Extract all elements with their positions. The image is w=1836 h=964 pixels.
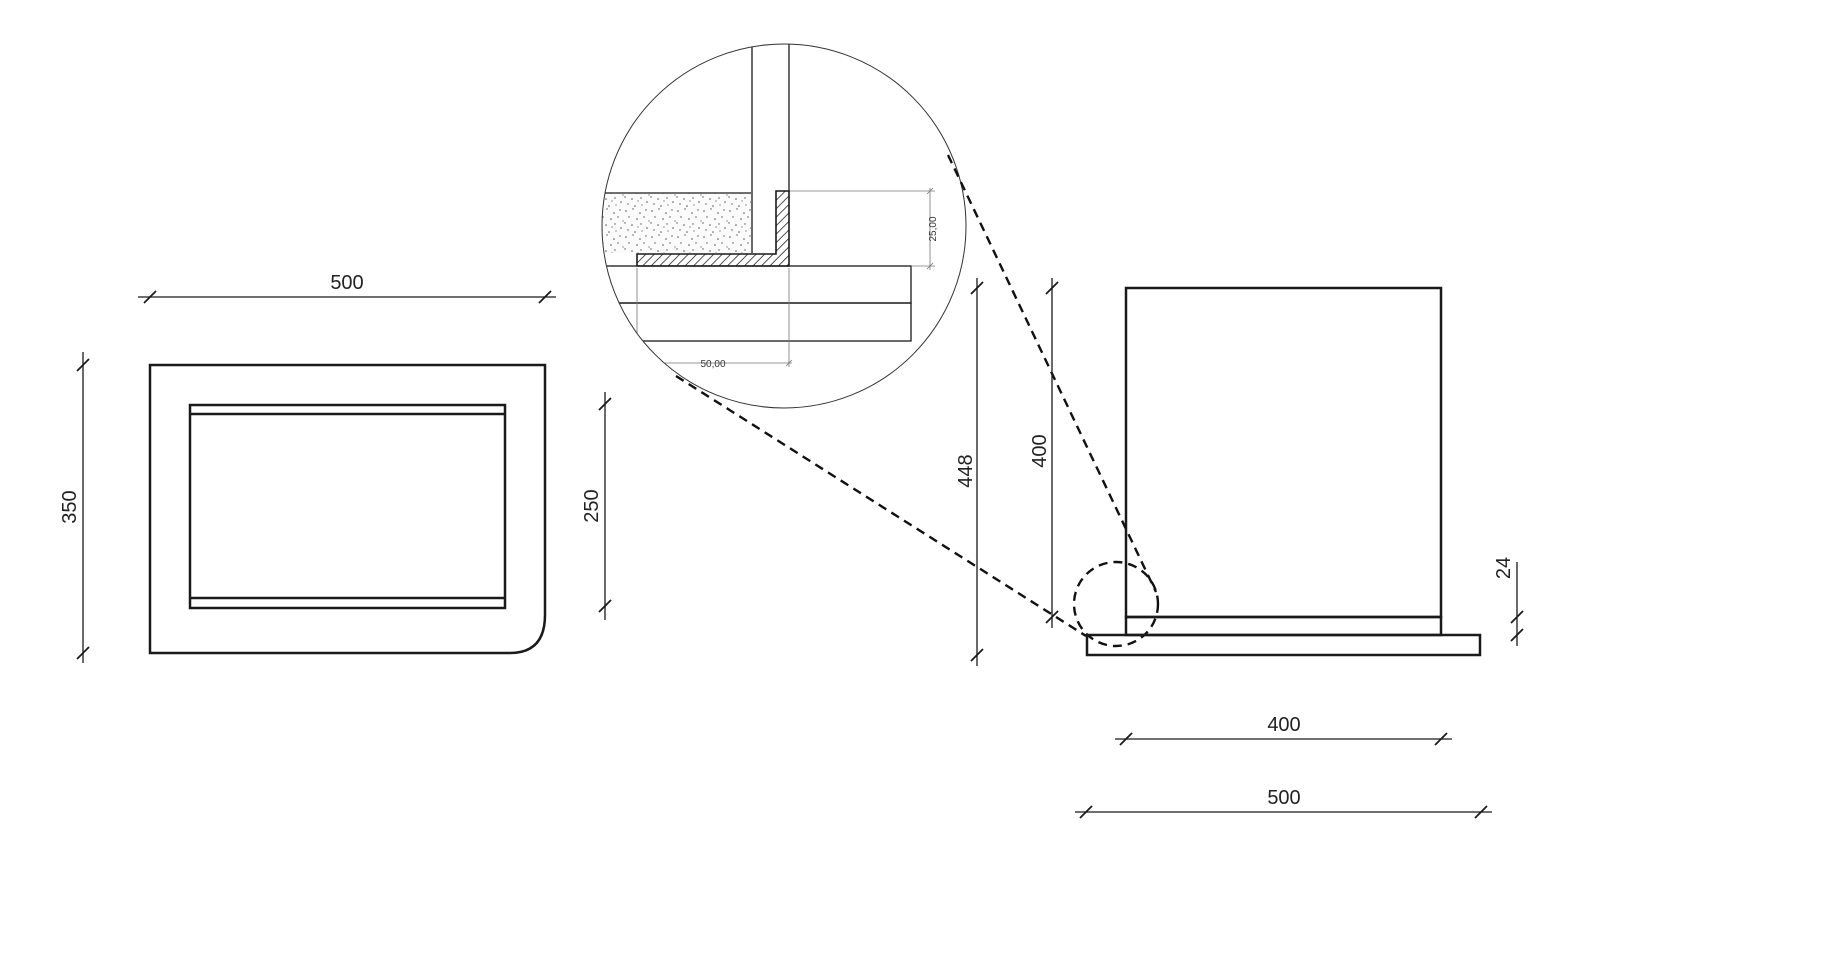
elevation-base-thickness-dimension: 24 [1493,557,1524,646]
plan-width-label: 500 [330,272,363,294]
elevation-base-width-label: 500 [1267,787,1300,809]
plan-height-dimension: 350 [59,352,90,663]
plan-width-dimension: 500 [138,272,556,304]
detail-slab-lower [602,302,912,342]
detail-circle [601,43,967,409]
detail-callout-circle [1072,560,1160,648]
elevation-view: 448 400 24 400 500 [955,278,1524,819]
elevation-total-height-dimension: 448 [955,278,984,666]
elevation-box-height-dimension: 400 [1029,278,1059,628]
plan-outer-slab [148,363,547,655]
plan-inner-height-label: 250 [581,489,603,522]
plan-view: 500 350 250 [59,272,612,663]
detail-view: 25,00 50,00 [601,43,967,409]
elevation-box-width-dimension: 400 [1115,714,1452,746]
detail-fill-block [602,193,751,253]
plan-height-label: 350 [59,490,81,523]
elevation-base-slab [1085,633,1482,657]
elevation-box-height-label: 400 [1029,434,1051,467]
elevation-base-width-dimension: 500 [1075,787,1492,819]
elevation-total-height-label: 448 [955,454,977,487]
plan-inner-panel [188,403,507,610]
elevation-base-thickness-label: 24 [1493,557,1515,579]
elevation-box [1124,286,1443,619]
elevation-inner-slab [1124,615,1443,637]
detail-height-label: 25,00 [928,216,939,241]
plan-inner-height-dimension: 250 [581,392,612,620]
leader-line-lower [675,374,1087,638]
elevation-box-width-label: 400 [1267,714,1300,736]
detail-width-label: 50,00 [700,359,725,370]
